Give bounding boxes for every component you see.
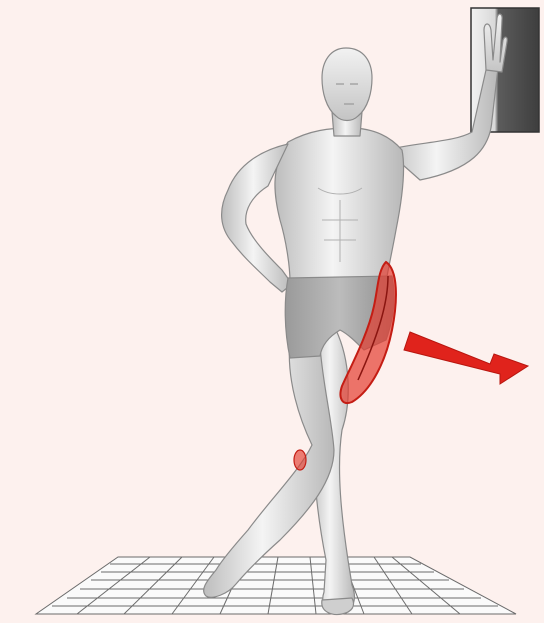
stretch-arrow-icon <box>404 332 528 384</box>
floor-grid-icon <box>36 557 516 614</box>
human-figure-icon <box>204 14 508 614</box>
